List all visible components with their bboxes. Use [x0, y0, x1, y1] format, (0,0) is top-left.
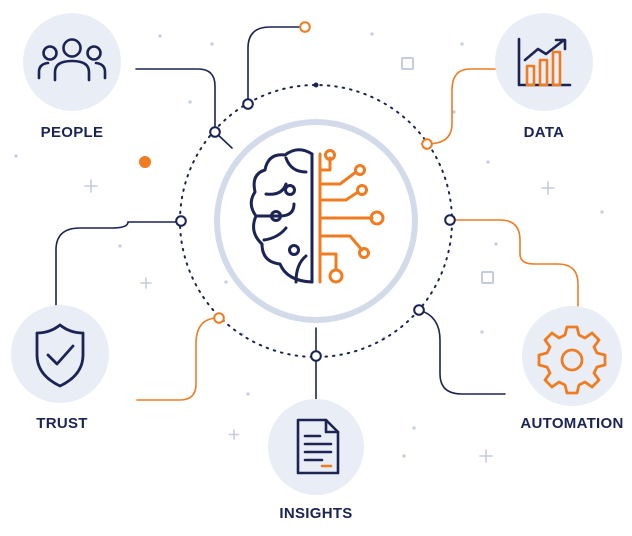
- bar-chart-icon: [517, 37, 572, 87]
- node-trust-circle: [11, 305, 109, 403]
- decorative-plus-signs: [84, 179, 555, 463]
- connector-left-orange: [136, 317, 219, 401]
- connector-people: [135, 68, 216, 133]
- node-automation: [522, 306, 622, 406]
- center-hub: [214, 119, 418, 323]
- node-insights-circle: [268, 399, 364, 495]
- connector-data: [426, 68, 501, 145]
- connector-right-navy: [418, 309, 506, 395]
- node-insights: [268, 399, 364, 495]
- label-people: PEOPLE: [40, 124, 104, 141]
- node-data: [495, 13, 593, 111]
- connector-trust: [55, 221, 181, 306]
- label-automation: AUTOMATION: [520, 415, 624, 432]
- decorative-squares: [401, 57, 494, 284]
- label-insights: INSIGHTS: [279, 505, 353, 522]
- label-trust: TRUST: [36, 415, 88, 432]
- document-icon: [296, 418, 340, 475]
- gear-icon: [537, 325, 607, 395]
- ring-top-dot: [313, 82, 319, 88]
- node-data-circle: [495, 13, 593, 111]
- people-icon: [37, 38, 107, 82]
- node-automation-circle: [522, 306, 622, 406]
- connector-automation: [449, 219, 579, 307]
- connector-lines: [55, 26, 579, 401]
- connector-nodes: [175, 21, 456, 362]
- label-data: DATA: [523, 124, 565, 141]
- shield-check-icon: [35, 323, 85, 388]
- decorative-orange-dot: [139, 156, 151, 168]
- node-people: [23, 13, 121, 111]
- node-trust: [11, 305, 109, 403]
- brain-circuit-icon: [249, 148, 385, 284]
- connector-top-orange: [247, 26, 301, 105]
